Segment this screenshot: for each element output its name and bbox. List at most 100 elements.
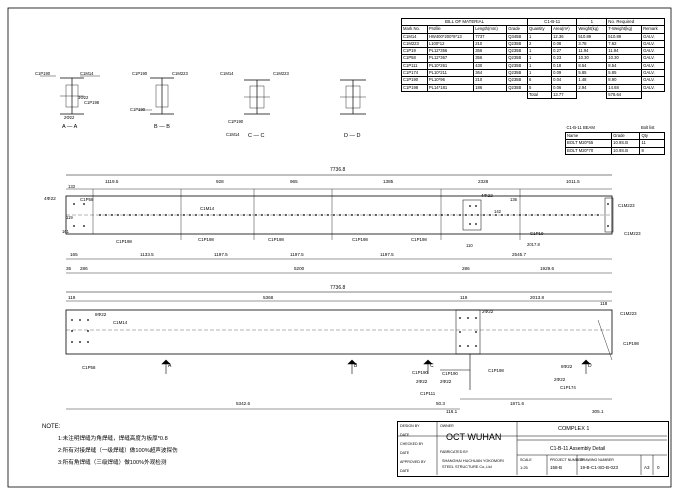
- section-mark-label: C1P198: [84, 100, 100, 105]
- bolt-hole: [189, 214, 191, 216]
- section-mark-label: C1M223: [172, 71, 188, 76]
- elev1-bottom-dim: 1197.5: [380, 252, 394, 257]
- bom-cell: PL12*356: [426, 47, 475, 56]
- elev1-part-mark: C1M223: [624, 231, 641, 236]
- elev1-bottom-dim: 1133.5: [140, 252, 154, 257]
- section-mark-label: C1P190: [130, 107, 146, 112]
- tb-company: OCT WUHAN: [446, 432, 502, 442]
- bolt-hole: [285, 214, 287, 216]
- note-line-3: 3:所有角焊缝（三级焊缝）做100%外观检测: [58, 460, 167, 466]
- bolt-hole: [73, 203, 75, 205]
- tb-sign-5: APPROVED BY: [400, 460, 426, 464]
- bolt-cell: 10.9S.B: [611, 146, 641, 155]
- section-cut-letter: D: [588, 363, 592, 369]
- elev1-misc-dim: 2017.8: [527, 242, 540, 247]
- bom-cell: 356: [473, 47, 508, 56]
- bolt-hole: [345, 214, 347, 216]
- section-mark-label: C1M14: [226, 132, 240, 137]
- bolt-hole: [195, 214, 197, 216]
- elev1-part-mark: C1P198: [116, 239, 132, 244]
- bolt-hole: [495, 214, 497, 216]
- bolt-hole: [207, 214, 209, 216]
- bolt-hole: [607, 203, 609, 205]
- bolt-hole: [477, 214, 479, 216]
- bolt-hole: [591, 214, 593, 216]
- bolt-hole: [417, 214, 419, 216]
- bom-cell: GALV.: [641, 54, 665, 63]
- bolt-hole: [177, 214, 179, 216]
- elev1-top-dim: 1119.5: [105, 179, 119, 184]
- bom-cell: 2.94: [576, 83, 608, 92]
- bolt-hole: [87, 341, 89, 343]
- note-line-2: 2:所有对接焊缝（一级焊缝）做100%超声波探伤: [58, 448, 178, 454]
- bom-header-cell: Profile: [426, 25, 475, 34]
- note-line-1: 1:未注明焊缝为角焊缝，焊缝高度为板厚*0.8: [58, 436, 168, 442]
- bolt-hole: [537, 214, 539, 216]
- bolt-hole: [561, 214, 563, 216]
- section-cut-letter: B: [354, 363, 358, 369]
- bolt-hole: [459, 331, 461, 333]
- bom-cell: 0.08: [551, 39, 578, 49]
- bolt-hole: [71, 319, 73, 321]
- elev1-overall-dim: 7736.8: [330, 167, 346, 173]
- bolt-hole: [165, 214, 167, 216]
- tb-drawing-number-label: DRAWING NUMBER: [580, 458, 614, 462]
- elev2-part-mark: C1P111: [420, 391, 436, 396]
- bolt-hole: [183, 214, 185, 216]
- elev2-part-mark: C1P198: [488, 368, 504, 373]
- bolt-hole: [123, 214, 125, 216]
- tb-fab-label: FABRICATED BY: [440, 450, 469, 454]
- tb-rev: 0: [657, 465, 660, 470]
- section-cut-marks: [161, 359, 591, 374]
- tb-fabricator-2: STEEL STRUCTURE Co.,Ltd: [442, 465, 492, 469]
- elev1-top-dim: 1385: [383, 179, 394, 184]
- elev1-bottom-dim: 286: [80, 266, 88, 271]
- notes-block: NOTE: 1:未注明焊缝为角焊缝，焊缝高度为板厚*0.8 2:所有对接焊缝（一…: [42, 424, 178, 466]
- bolt-hole: [351, 214, 353, 216]
- bolt-hole: [279, 214, 281, 216]
- bolt-hole: [475, 223, 477, 225]
- elev2-part-mark: C1P190: [412, 370, 428, 375]
- section-mark-label: C1P190: [228, 119, 244, 124]
- bolt-hole: [469, 205, 471, 207]
- bolt-hole: [579, 214, 581, 216]
- bolt-hole: [467, 345, 469, 347]
- tb-project: COMPLEX 1: [558, 426, 590, 432]
- elev1-top-dim: 928: [216, 179, 224, 184]
- bom-cell: GALV.: [641, 76, 665, 85]
- bolt-hole: [519, 214, 521, 216]
- section-mark-label: C1M14: [220, 71, 234, 76]
- elev2-part-mark: C1P190: [442, 371, 458, 376]
- elev1-bottom-dim: 286: [462, 266, 470, 271]
- notes-title: NOTE:: [42, 424, 61, 430]
- elev1-misc-dim: 110: [466, 243, 473, 248]
- bolt-list-label: Bolt list: [640, 125, 655, 130]
- bolt-hole: [261, 214, 263, 216]
- bom-header-cell: Length(mm): [473, 25, 508, 34]
- bolt-hole: [555, 214, 557, 216]
- bom-cell: GALV.: [641, 47, 665, 56]
- bolt-hole: [405, 214, 407, 216]
- bolt-hole: [147, 214, 149, 216]
- bolt-hole: [567, 214, 569, 216]
- elev2-part-mark: C1M14: [113, 320, 128, 325]
- bom-header-cell: Remark: [641, 25, 665, 34]
- section-title-b-b: B — B: [154, 124, 170, 130]
- bill-of-material-table: BILL OF MATERIAL C1-B-11 1 No. Required …: [400, 17, 665, 100]
- bolt-hole: [411, 214, 413, 216]
- elev1-part-mark: C1P198: [268, 237, 284, 242]
- bolt-hole: [153, 214, 155, 216]
- bolt-hole: [399, 214, 401, 216]
- section-a-a: [40, 75, 100, 115]
- elev1-top-dim: 965: [290, 179, 298, 184]
- section-title-d-d: D — D: [344, 133, 361, 139]
- bolt-hole: [471, 214, 473, 216]
- bolt-hole: [387, 214, 389, 216]
- elev1-part-mark: C1M223: [618, 203, 635, 208]
- tb-drawing-number: 19-B-C1-SD-B-023: [580, 465, 619, 470]
- bolt-hole: [475, 345, 477, 347]
